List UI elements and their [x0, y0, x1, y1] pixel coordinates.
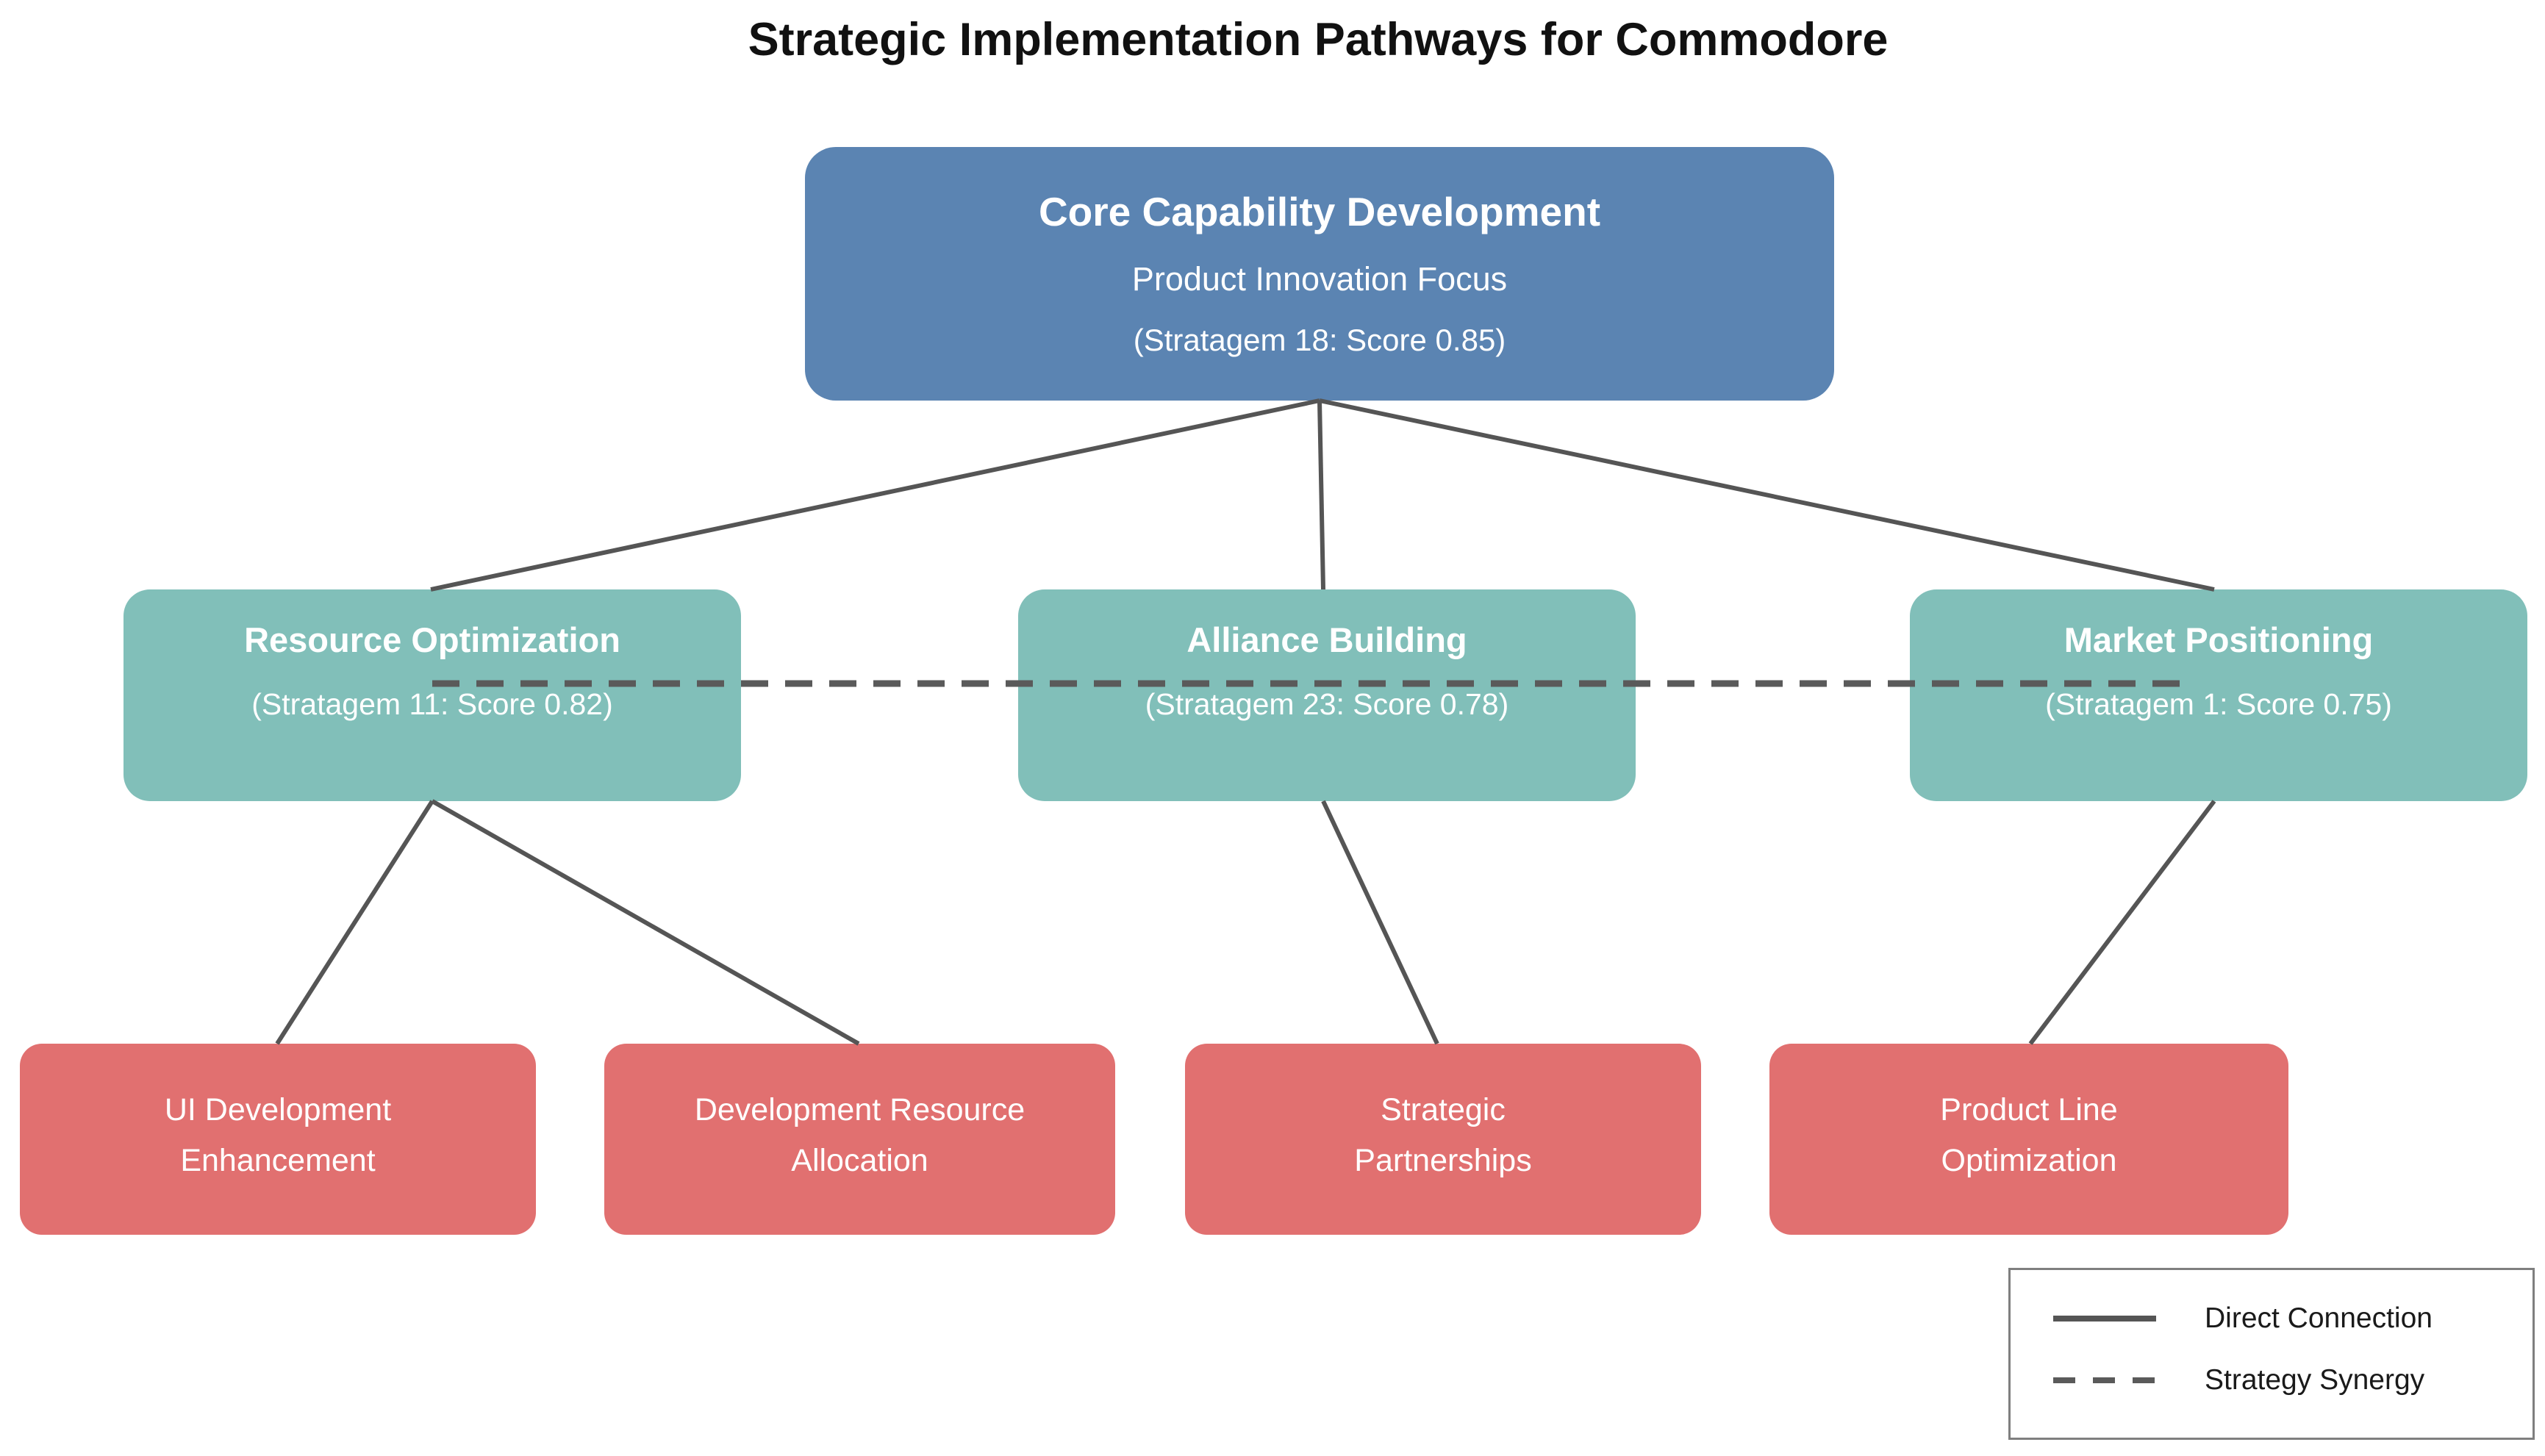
edge-core-to-alliance	[1317, 400, 1325, 590]
node-development-resource-allocation: Development Resource Allocation	[604, 1044, 1115, 1235]
node-devalloc-line1: Development Resource	[694, 1091, 1025, 1127]
edge-alliance-to-partner	[1321, 800, 1439, 1045]
node-market-detail: (Stratagem 1: Score 0.75)	[2045, 687, 2392, 722]
node-alliance-title: Alliance Building	[1186, 620, 1467, 659]
node-core-subtitle: Product Innovation Focus	[1131, 259, 1508, 298]
node-alliance-building: Alliance Building (Stratagem 23: Score 0…	[1018, 589, 1636, 801]
node-prodline-line2: Optimization	[1941, 1143, 2117, 1178]
legend-row-direct: Direct Connection	[2053, 1302, 2533, 1335]
node-partner-line1: Strategic	[1381, 1091, 1506, 1127]
node-uidev-line2: Enhancement	[180, 1143, 376, 1178]
direct-connection-line-icon	[2053, 1316, 2156, 1321]
legend-label-synergy: Strategy Synergy	[2205, 1364, 2425, 1396]
node-strategic-partnerships: Strategic Partnerships	[1185, 1044, 1701, 1235]
legend-label-direct: Direct Connection	[2205, 1302, 2433, 1334]
node-market-title: Market Positioning	[2063, 620, 2374, 659]
node-prodline-line1: Product Line	[1940, 1091, 2118, 1127]
node-uidev-line1: UI Development	[164, 1091, 392, 1127]
edge-resource-to-uidev	[275, 800, 434, 1045]
node-resource-title: Resource Optimization	[244, 620, 620, 659]
node-ui-development-enhancement: UI Development Enhancement	[20, 1044, 536, 1235]
edge-resource-to-devalloc	[431, 799, 860, 1046]
edge-core-to-market	[1319, 398, 2215, 592]
edge-core-to-resource	[430, 398, 1320, 592]
node-devalloc-line2: Allocation	[791, 1143, 928, 1178]
strategy-synergy-line-icon	[2053, 1377, 2156, 1383]
edge-market-to-prodline	[2028, 800, 2216, 1045]
node-resource-detail: (Stratagem 11: Score 0.82)	[251, 687, 613, 722]
node-core-title: Core Capability Development	[1038, 188, 1601, 234]
legend-row-synergy: Strategy Synergy	[2053, 1364, 2533, 1396]
legend: Direct Connection Strategy Synergy	[2008, 1268, 2535, 1440]
node-core-detail: (Stratagem 18: Score 0.85)	[1133, 322, 1506, 357]
node-product-line-optimization: Product Line Optimization	[1769, 1044, 2288, 1235]
node-resource-optimization: Resource Optimization (Stratagem 11: Sco…	[124, 589, 741, 801]
node-alliance-detail: (Stratagem 23: Score 0.78)	[1145, 687, 1509, 722]
node-market-positioning: Market Positioning (Stratagem 1: Score 0…	[1910, 589, 2527, 801]
node-core-capability: Core Capability Development Product Inno…	[805, 147, 1834, 401]
page-title: Strategic Implementation Pathways for Co…	[748, 14, 1889, 65]
node-partner-line2: Partnerships	[1354, 1143, 1532, 1178]
